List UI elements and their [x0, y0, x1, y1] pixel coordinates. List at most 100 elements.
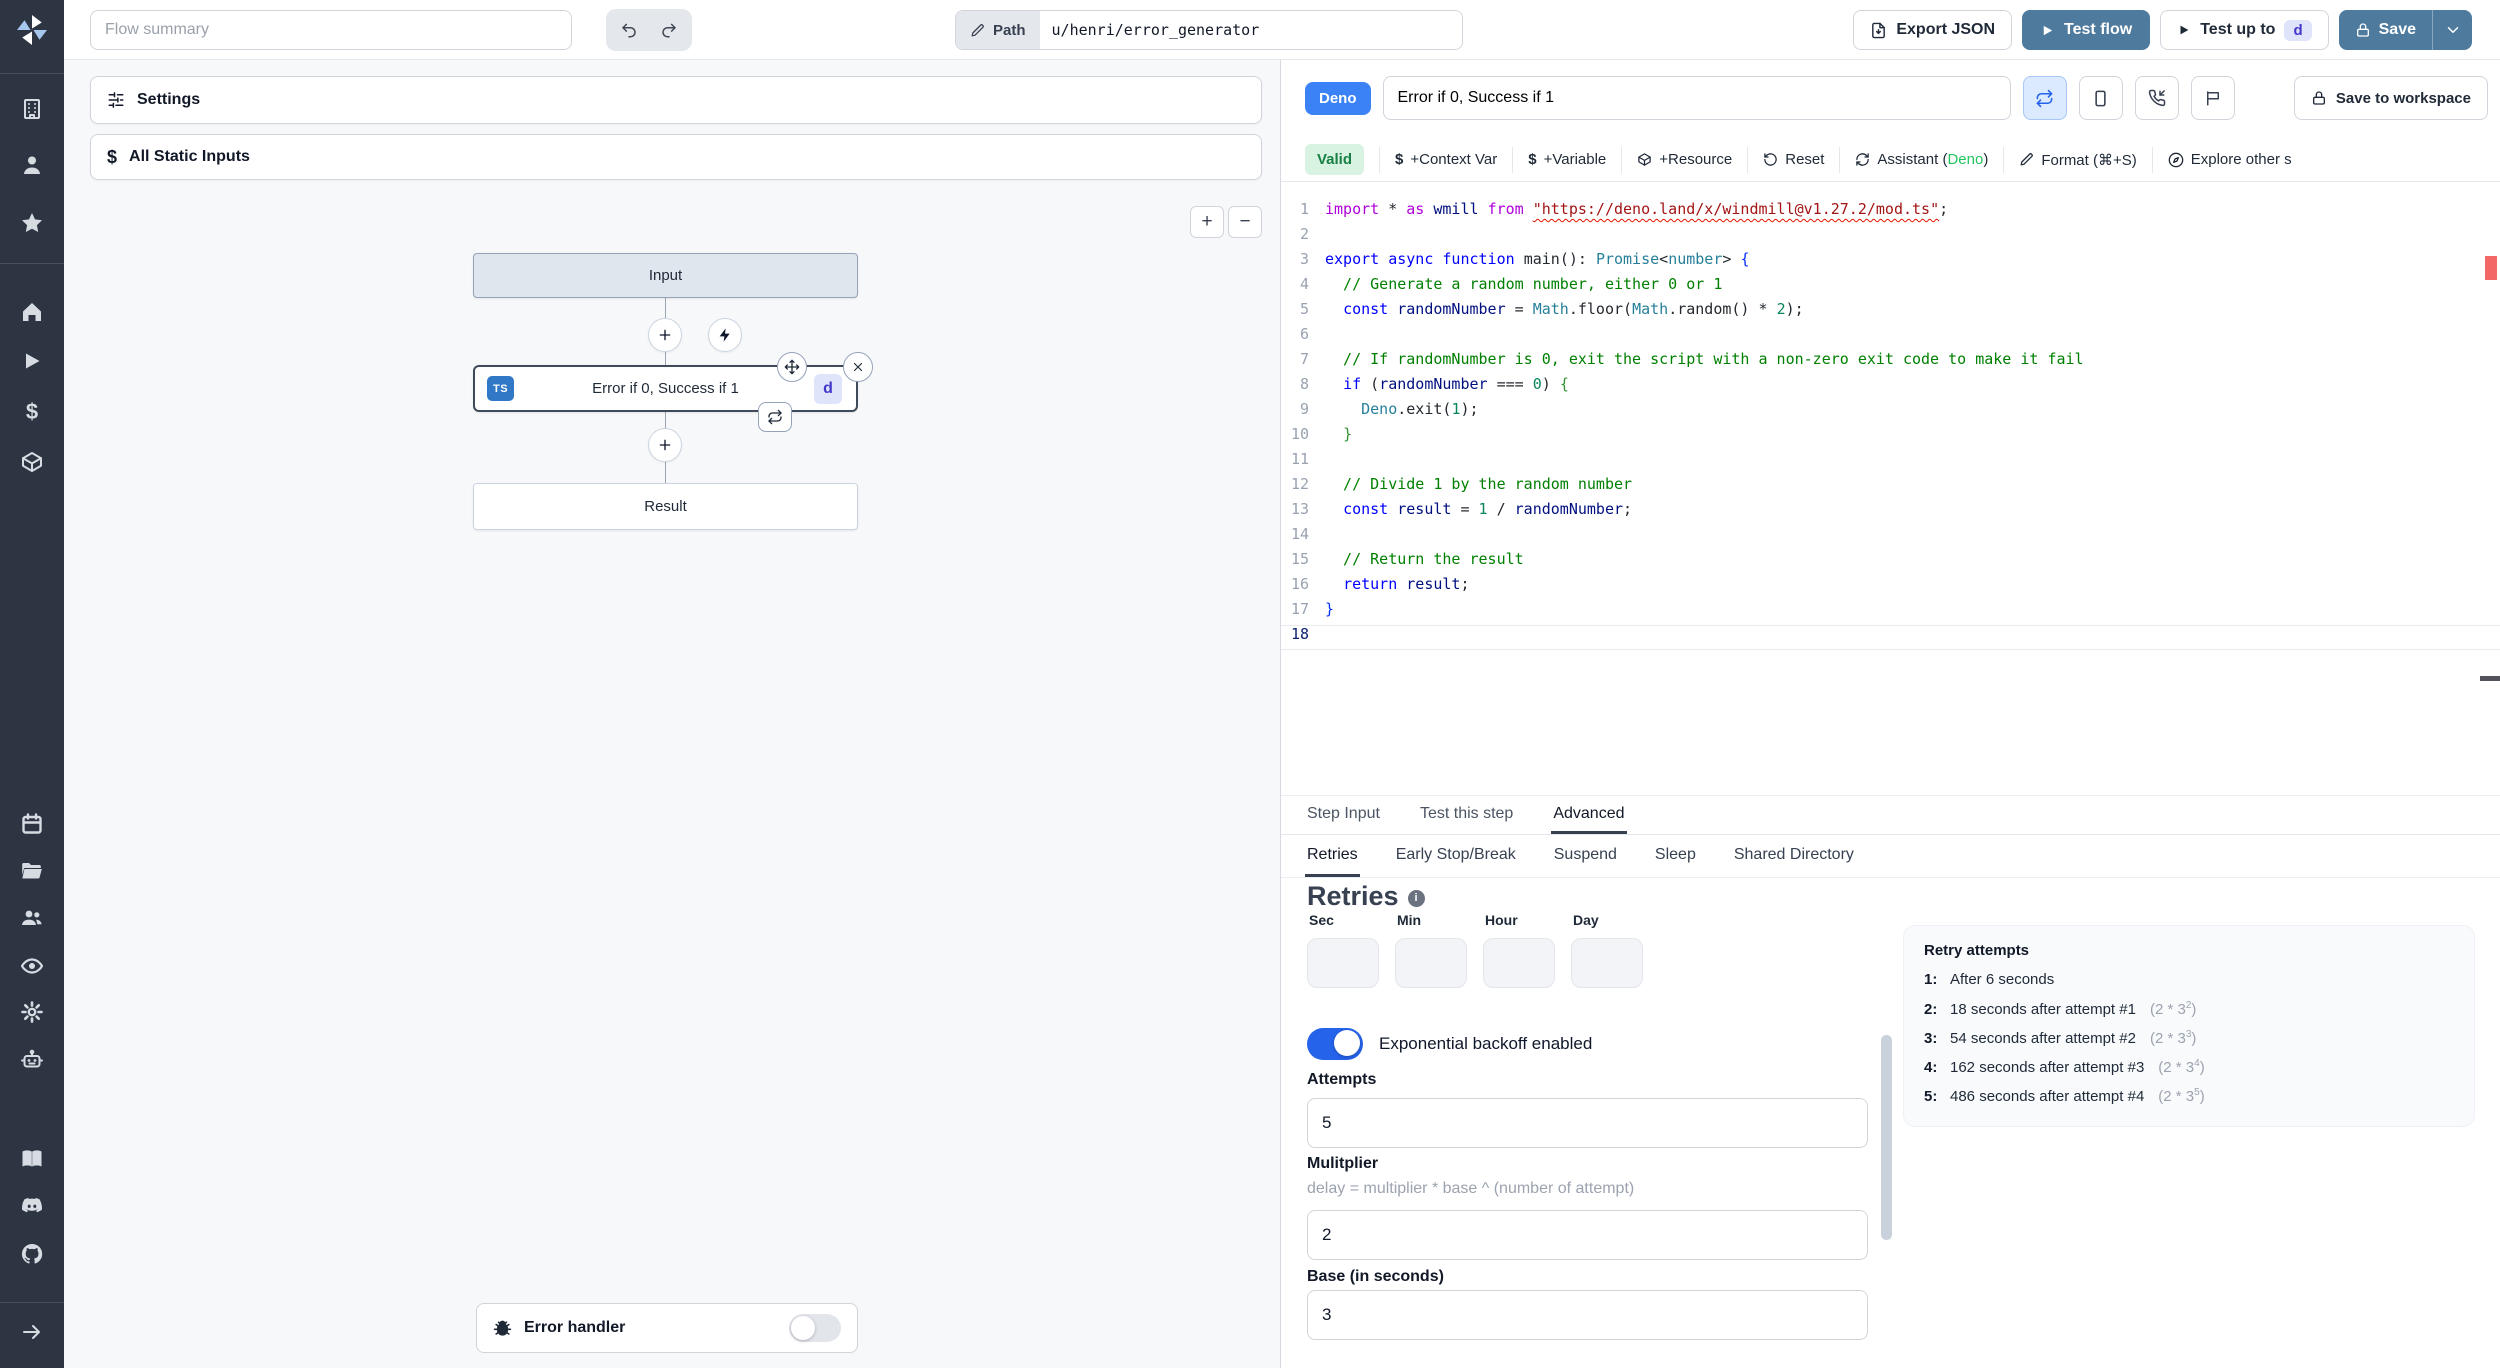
delete-node-button[interactable] [843, 352, 873, 382]
robot-icon[interactable] [20, 1048, 44, 1072]
sync-toggle-button[interactable] [2022, 76, 2067, 120]
editor-toolbar: Valid $ +Context Var $ +Variable +Resour… [1281, 138, 2500, 182]
save-to-workspace-button[interactable]: Save to workspace [2293, 76, 2488, 120]
sec-label: Sec [1309, 915, 1334, 928]
base-label: Base (in seconds) [1307, 1268, 1444, 1285]
reset-button[interactable]: Reset [1763, 151, 1824, 168]
backoff-toggle-row: Exponential backoff enabled [1307, 1028, 1592, 1060]
day-input[interactable] [1571, 938, 1643, 988]
bug-icon [493, 1319, 512, 1338]
home-icon[interactable] [20, 300, 44, 324]
lock-icon [2311, 90, 2327, 106]
calendar-icon[interactable] [20, 812, 44, 836]
flow-settings-bar[interactable]: Settings [90, 76, 1262, 124]
eye-icon[interactable] [20, 954, 44, 978]
user-icon[interactable] [20, 153, 44, 177]
subtab-sleep[interactable]: Sleep [1653, 836, 1698, 877]
base-input[interactable] [1307, 1290, 1868, 1340]
error-handler-bar[interactable]: Error handler [476, 1303, 858, 1353]
test-flow-button[interactable]: Test flow [2022, 10, 2151, 50]
move-node-button[interactable] [777, 352, 807, 382]
save-split-button: Save [2338, 10, 2472, 50]
test-up-to-label: Test up to [2200, 21, 2276, 38]
advanced-subtabs: Retries Early Stop/Break Suspend Sleep S… [1281, 836, 2500, 878]
retries-heading: Retries i [1307, 881, 1425, 912]
play-icon[interactable] [20, 349, 44, 373]
min-input[interactable] [1395, 938, 1467, 988]
save-button[interactable]: Save [2339, 10, 2432, 50]
flag-button[interactable] [2190, 76, 2235, 120]
user-group-icon[interactable] [20, 906, 44, 930]
subtab-suspend[interactable]: Suspend [1552, 836, 1619, 877]
add-variable-button[interactable]: $ +Variable [1528, 151, 1606, 168]
building-icon[interactable] [20, 97, 44, 121]
discord-icon[interactable] [20, 1194, 44, 1218]
redo-button[interactable] [650, 13, 688, 47]
error-handler-toggle[interactable] [789, 1314, 841, 1342]
expand-arrow-icon[interactable] [20, 1320, 44, 1344]
topbar-actions: Export JSON Test flow Test up to d Save [1853, 10, 2472, 50]
attempts-label: Attempts [1307, 1071, 1377, 1088]
sec-input[interactable] [1307, 938, 1379, 988]
scrollbar-thumb[interactable] [1881, 1035, 1892, 1240]
result-node[interactable]: Result [473, 483, 858, 530]
input-node[interactable]: Input [473, 253, 858, 298]
subtab-shared-directory[interactable]: Shared Directory [1732, 836, 1856, 877]
save-dropdown-button[interactable] [2432, 10, 2472, 50]
save-label: Save [2378, 21, 2416, 38]
retries-content: Retries i Sec Min Hour Day Exponential b… [1281, 877, 2500, 1368]
info-icon[interactable]: i [1407, 889, 1425, 907]
undo-redo-group [606, 9, 692, 51]
test-up-to-button[interactable]: Test up to d [2160, 10, 2329, 50]
settings-label: Settings [137, 91, 201, 108]
book-icon[interactable] [20, 1147, 44, 1171]
attempts-input[interactable] [1307, 1098, 1868, 1148]
subtab-retries[interactable]: Retries [1305, 836, 1360, 877]
retry-badge-button[interactable] [758, 402, 792, 432]
zoom-out-button[interactable]: − [1228, 206, 1262, 238]
boxes-icon[interactable] [20, 450, 44, 474]
zoom-in-button[interactable]: + [1190, 206, 1224, 238]
close-icon [851, 360, 865, 374]
exponential-backoff-toggle[interactable] [1307, 1028, 1363, 1060]
step-node[interactable]: TS Error if 0, Success if 1 d [473, 365, 858, 412]
static-inputs-label: All Static Inputs [129, 148, 250, 165]
github-icon[interactable] [20, 1242, 44, 1266]
add-context-var-button[interactable]: $ +Context Var [1395, 151, 1497, 168]
backoff-toggle-label: Exponential backoff enabled [1379, 1034, 1593, 1053]
star-icon[interactable] [20, 211, 44, 235]
folder-open-icon[interactable] [20, 859, 44, 883]
flow-summary-input[interactable] [90, 10, 572, 50]
export-icon [1870, 22, 1887, 39]
tab-test-this-step[interactable]: Test this step [1418, 796, 1515, 834]
explore-scripts-button[interactable]: Explore other s [2168, 151, 2292, 168]
sidebar-divider [0, 1302, 64, 1303]
tab-advanced[interactable]: Advanced [1551, 796, 1627, 834]
format-button[interactable]: Format (⌘+S) [2019, 151, 2137, 169]
multiplier-label: Mulitplier [1307, 1155, 1379, 1172]
mobile-view-button[interactable] [2078, 76, 2123, 120]
assistant-button[interactable]: Assistant (Deno) [1855, 151, 1988, 168]
phone-button[interactable] [2134, 76, 2179, 120]
dollar-icon[interactable]: $ [20, 399, 44, 424]
trigger-button[interactable] [708, 318, 742, 352]
gear-icon[interactable] [20, 1000, 44, 1024]
flow-canvas[interactable]: Settings $ All Static Inputs + − Input T… [64, 60, 1281, 1368]
add-resource-button[interactable]: +Resource [1637, 151, 1732, 168]
add-step-button[interactable] [648, 318, 682, 352]
hour-input[interactable] [1483, 938, 1555, 988]
windmill-logo-icon[interactable] [14, 12, 50, 48]
path-input[interactable] [1039, 11, 1462, 49]
step-editor-panel: Deno Save to workspace Valid $ +Context … [1281, 60, 2500, 1368]
lock-icon [2355, 22, 2371, 38]
multiplier-input[interactable] [1307, 1210, 1868, 1260]
undo-button[interactable] [610, 13, 648, 47]
export-json-button[interactable]: Export JSON [1853, 10, 2013, 50]
step-name-input[interactable] [1382, 76, 2011, 120]
add-step-button[interactable] [648, 428, 682, 462]
subtab-early-stop[interactable]: Early Stop/Break [1394, 836, 1518, 877]
tab-step-input[interactable]: Step Input [1305, 796, 1382, 834]
static-inputs-bar[interactable]: $ All Static Inputs [90, 134, 1262, 180]
